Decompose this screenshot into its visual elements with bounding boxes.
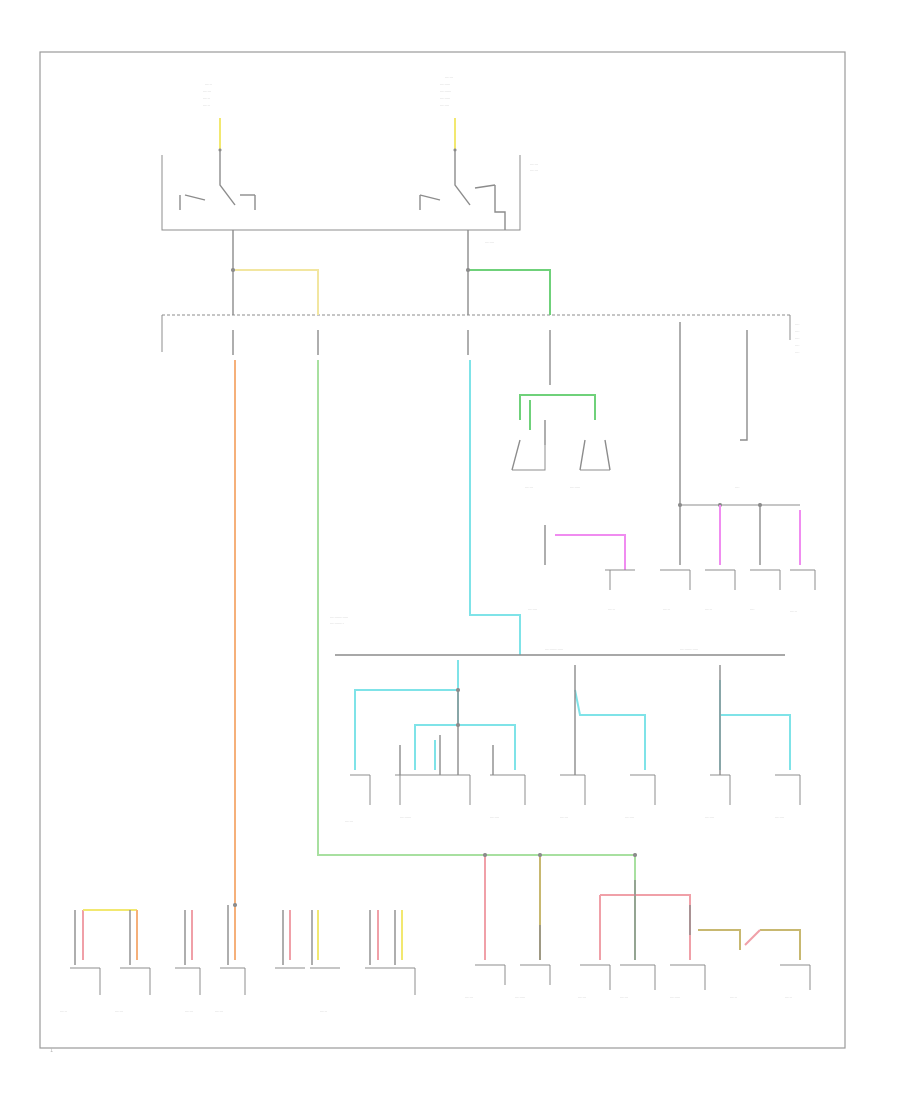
ignition-switch-right: ....... ......... .......... ......... .…	[233, 75, 538, 244]
svg-text:.......: .......	[465, 995, 473, 999]
svg-text:.........: .........	[440, 82, 450, 86]
switch-label: ......	[205, 82, 212, 86]
svg-text:.......: .......	[530, 162, 538, 166]
component-labels: ...... ....... ....... ....... ...... ..…	[60, 485, 797, 1013]
page-number: 1	[50, 1048, 53, 1054]
svg-text:........: ........	[705, 815, 714, 819]
diagram-frame	[39, 51, 846, 1049]
svg-text:.........: .........	[440, 96, 450, 100]
svg-text:.......: .......	[620, 995, 628, 999]
svg-text:.........: .........	[670, 995, 680, 999]
svg-text:........: ........	[490, 815, 499, 819]
svg-text:....: ....	[795, 336, 800, 340]
svg-text:.......: .......	[203, 89, 211, 93]
svg-text:....: ....	[795, 329, 800, 333]
svg-text:............: ............	[330, 621, 344, 625]
svg-text:........: ........	[528, 607, 537, 611]
svg-text:......: ......	[203, 103, 210, 107]
lower-connectors-upper-right	[544, 505, 816, 590]
svg-text:....: ....	[795, 350, 800, 354]
svg-text:......: ......	[663, 607, 670, 611]
svg-text:.......: .......	[445, 75, 453, 79]
svg-text:......: ......	[60, 1009, 67, 1013]
bottom-left-connectors	[70, 903, 416, 995]
svg-text:........: ........	[440, 103, 449, 107]
svg-text:......: ......	[608, 607, 615, 611]
svg-text:.......: .......	[185, 1009, 193, 1013]
svg-text:.........: .........	[515, 995, 525, 999]
light-blue-branches	[350, 660, 801, 805]
svg-text:....: ....	[750, 607, 755, 611]
light-green-feed	[317, 360, 480, 856]
svg-text:..........: ..........	[440, 89, 451, 93]
svg-text:......: ......	[730, 995, 737, 999]
svg-text:.......: .......	[530, 168, 538, 172]
fuses	[232, 322, 748, 355]
svg-text:.......: .......	[560, 815, 568, 819]
svg-text:.......: .......	[215, 1009, 223, 1013]
svg-text:........: ........	[485, 240, 494, 244]
fuse-block: .... .... .... .... ....	[161, 314, 800, 354]
svg-text:................: ................	[680, 647, 698, 651]
light-blue-feed	[469, 360, 521, 655]
svg-text:......: ......	[320, 1009, 327, 1013]
svg-text:..........: ..........	[400, 815, 411, 819]
svg-text:........: ........	[775, 815, 784, 819]
svg-text:.......: .......	[115, 1009, 123, 1013]
ignition-switch-left: ...... ....... ...... ......	[161, 82, 256, 231]
svg-text:......: ......	[785, 995, 792, 999]
svg-text:........: ........	[625, 815, 634, 819]
svg-text:.......: .......	[345, 819, 353, 823]
svg-text:................: ................	[330, 615, 348, 619]
svg-text:.......: .......	[578, 995, 586, 999]
svg-text:.........: .........	[570, 485, 580, 489]
svg-text:....: ....	[795, 343, 800, 347]
svg-text:....: ....	[795, 322, 800, 326]
svg-text:.......: .......	[525, 485, 533, 489]
bottom-right-connectors	[475, 853, 811, 990]
svg-text:................: ................	[545, 647, 563, 651]
svg-text:....: ....	[735, 485, 740, 489]
svg-text:......: ......	[203, 96, 210, 100]
svg-text:......: ......	[705, 607, 712, 611]
relays-green	[511, 355, 611, 471]
svg-text:......: ......	[790, 609, 797, 613]
